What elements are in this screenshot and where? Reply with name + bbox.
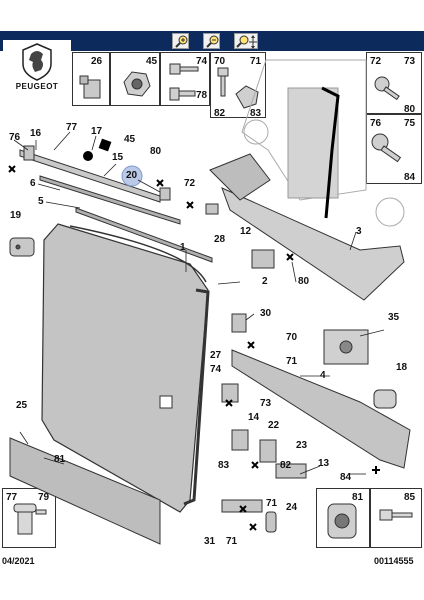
callout-84-b[interactable]: 84 (340, 472, 352, 483)
part-box-74-78[interactable] (160, 52, 210, 106)
callout-15[interactable]: 15 (112, 152, 124, 163)
callout-24[interactable]: 24 (286, 502, 298, 513)
callout-3[interactable]: 3 (356, 226, 362, 237)
callout-73-b[interactable]: 73 (260, 398, 272, 409)
lion-emblem-icon (22, 43, 52, 81)
callout-82-b[interactable]: 82 (280, 460, 292, 471)
brand-name: PEUGEOT (15, 82, 59, 91)
screw-76-icon (371, 133, 402, 163)
callout-76[interactable]: 76 (370, 118, 382, 129)
nut-45-icon (123, 71, 151, 97)
callout-16[interactable]: 16 (30, 128, 42, 139)
callout-27[interactable]: 27 (210, 350, 222, 361)
brand-logo: PEUGEOT (3, 40, 71, 96)
bolt-74-icon (169, 63, 199, 101)
callout-26[interactable]: 26 (91, 56, 103, 67)
callout-5[interactable]: 5 (38, 196, 44, 207)
callout-2[interactable]: 2 (262, 276, 268, 287)
callout-77[interactable]: 77 (66, 122, 78, 133)
callout-82[interactable]: 82 (214, 108, 226, 119)
callout-84[interactable]: 84 (404, 172, 416, 183)
grommet-81-icon (327, 503, 357, 539)
callout-45-b[interactable]: 45 (124, 134, 136, 145)
door-seal-strip (9, 437, 161, 545)
callout-83[interactable]: 83 (250, 108, 262, 119)
callout-18[interactable]: 18 (396, 362, 408, 373)
leader-lines (13, 131, 385, 475)
sliding-door-panel (41, 223, 210, 513)
callout-17[interactable]: 17 (91, 126, 103, 137)
callout-80-b[interactable]: 80 (150, 146, 162, 157)
bolt-70-icon (217, 67, 259, 109)
center-rail (209, 153, 405, 301)
fastener-markers (8, 165, 380, 531)
zoom-in-icon (175, 35, 188, 48)
zoom-fit-icon (236, 35, 257, 49)
callout-73[interactable]: 73 (404, 56, 416, 67)
callout-70[interactable]: 70 (214, 56, 226, 67)
callout-81-b[interactable]: 81 (352, 492, 364, 503)
callout-75[interactable]: 75 (404, 118, 416, 129)
callout-30[interactable]: 30 (260, 308, 272, 319)
callout-45[interactable]: 45 (146, 56, 158, 67)
zoom-out-button[interactable] (203, 33, 220, 49)
bumper-19 (9, 237, 35, 257)
callout-22[interactable]: 22 (268, 420, 280, 431)
part-box-70-83[interactable] (210, 52, 266, 118)
screw-72-icon (374, 76, 400, 101)
callout-71-c[interactable]: 71 (266, 498, 278, 509)
callout-72-b[interactable]: 72 (184, 178, 196, 189)
callout-72[interactable]: 72 (370, 56, 382, 67)
callout-70-b[interactable]: 70 (286, 332, 298, 343)
callout-71-d[interactable]: 71 (226, 536, 238, 547)
door-track-highlight (321, 86, 340, 219)
footer-date: 04/2021 (2, 556, 35, 566)
callout-19[interactable]: 19 (10, 210, 22, 221)
callout-78[interactable]: 78 (196, 90, 208, 101)
lock-module-35 (323, 329, 369, 365)
rivet-77-icon (13, 503, 47, 535)
callout-14[interactable]: 14 (248, 412, 260, 423)
callout-77-b[interactable]: 77 (6, 492, 18, 503)
callout-35[interactable]: 35 (388, 312, 400, 323)
callout-85[interactable]: 85 (404, 492, 416, 503)
small-brackets (23, 145, 307, 533)
zoom-in-button[interactable] (172, 33, 189, 49)
footer-reference: 00114555 (374, 556, 414, 566)
callout-28[interactable]: 28 (214, 234, 226, 245)
lower-sill-rail (231, 349, 411, 469)
callout-25[interactable]: 25 (16, 400, 28, 411)
zoom-out-icon (206, 35, 219, 48)
callout-4[interactable]: 4 (320, 370, 326, 381)
callout-80-c[interactable]: 80 (298, 276, 310, 287)
pad-45 (98, 138, 112, 152)
callout-20-highlight (121, 165, 143, 187)
callout-81[interactable]: 81 (54, 454, 66, 465)
callout-31[interactable]: 31 (204, 536, 216, 547)
callout-12[interactable]: 12 (240, 226, 252, 237)
zoom-fit-button[interactable] (234, 33, 258, 49)
callout-79[interactable]: 79 (38, 492, 50, 503)
callout-74[interactable]: 74 (196, 56, 208, 67)
clip-26-icon (79, 75, 101, 99)
callout-23[interactable]: 23 (296, 440, 308, 451)
callout-80[interactable]: 80 (404, 104, 416, 115)
part-box-85[interactable] (370, 488, 422, 548)
upper-rail (19, 149, 213, 263)
plug-17 (83, 151, 93, 161)
rivet-85-icon (379, 509, 413, 521)
callout-20[interactable]: 20 (126, 170, 138, 181)
toolbar (0, 31, 424, 51)
callout-76-b[interactable]: 76 (9, 132, 21, 143)
callout-6[interactable]: 6 (30, 178, 36, 189)
callout-71-b[interactable]: 71 (286, 356, 298, 367)
roller-18 (373, 389, 397, 409)
callout-71[interactable]: 71 (250, 56, 262, 67)
callout-13[interactable]: 13 (318, 458, 330, 469)
callout-83-b[interactable]: 83 (218, 460, 230, 471)
callout-1[interactable]: 1 (180, 242, 186, 253)
callout-74-b[interactable]: 74 (210, 364, 222, 375)
